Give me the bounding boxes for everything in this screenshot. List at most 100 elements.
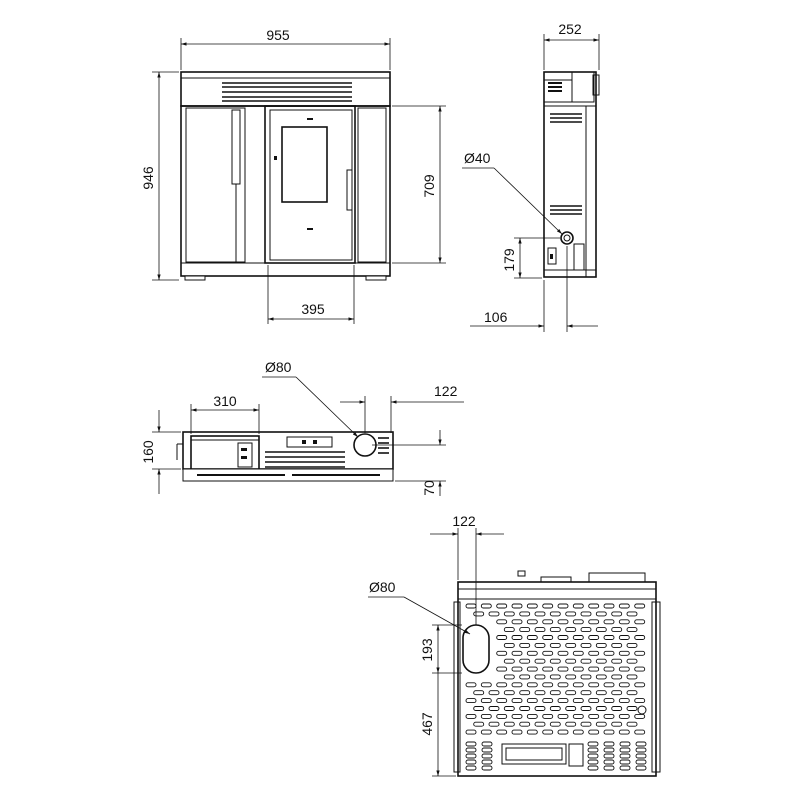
perforation-slot bbox=[611, 658, 623, 664]
perforation-slot bbox=[496, 650, 508, 656]
perforation-slot bbox=[481, 753, 493, 759]
perforation-slot bbox=[603, 765, 615, 771]
perforation-slot bbox=[565, 611, 577, 617]
perforation-slot bbox=[557, 635, 569, 640]
perforation-slot bbox=[496, 619, 508, 625]
perforation-slot bbox=[595, 658, 607, 664]
front-dimensions: 955 946 709 395 bbox=[140, 27, 446, 324]
perforation-slot bbox=[635, 753, 647, 759]
perforation-slot bbox=[503, 627, 515, 633]
perforation-slot bbox=[526, 713, 538, 719]
dim-rear-pipe-height: 193 bbox=[419, 638, 435, 662]
perforation-slot bbox=[635, 765, 647, 771]
perforation-slot bbox=[511, 603, 523, 609]
perforation-slot bbox=[526, 635, 538, 640]
dim-front-height: 946 bbox=[140, 166, 156, 190]
perforation-slot bbox=[511, 729, 523, 735]
perforation-slot bbox=[480, 682, 492, 688]
perforation-slot bbox=[572, 729, 584, 735]
dim-rear-offset: 122 bbox=[452, 513, 476, 529]
perforation-slot bbox=[603, 619, 615, 625]
perforation-slot bbox=[603, 741, 615, 747]
dim-door-width: 395 bbox=[301, 301, 325, 317]
perforation-slot bbox=[496, 729, 508, 735]
perforation-slot bbox=[511, 698, 523, 704]
perforation-slot bbox=[618, 682, 630, 688]
perforation-slot bbox=[580, 658, 592, 664]
perforation-slot bbox=[496, 635, 508, 640]
perforation-slot bbox=[565, 706, 577, 711]
perforation-slot bbox=[587, 741, 599, 747]
perforation-slot bbox=[626, 611, 638, 617]
perforation-slot bbox=[465, 729, 477, 735]
perforation-slot bbox=[603, 698, 615, 704]
perforation-slot bbox=[565, 627, 577, 633]
perforation-slot bbox=[511, 635, 523, 640]
perforation-slot bbox=[587, 753, 599, 759]
perforation-slot bbox=[542, 635, 554, 640]
dim-rear-pipe-diameter: Ø80 bbox=[369, 579, 396, 595]
rear-body bbox=[457, 581, 657, 777]
perforation-slot bbox=[588, 713, 600, 719]
perforation-slot bbox=[595, 611, 607, 617]
perforation-slot bbox=[618, 619, 630, 625]
perforation-slot bbox=[588, 650, 600, 656]
perforation-slot bbox=[511, 650, 523, 656]
perforation-slot bbox=[618, 666, 630, 672]
perforation-slot bbox=[565, 721, 577, 727]
perforation-slot bbox=[549, 642, 561, 648]
front-view bbox=[180, 71, 391, 281]
perforation-slot bbox=[465, 698, 477, 704]
side-dimensions: 252 Ø40 179 106 bbox=[462, 21, 600, 332]
front-body bbox=[180, 105, 391, 277]
perforation-slot bbox=[626, 658, 638, 664]
perforation-slot bbox=[519, 721, 531, 727]
side-body bbox=[543, 71, 597, 278]
perforation-slot bbox=[572, 619, 584, 625]
perforation-slot bbox=[572, 603, 584, 609]
perforation-slot bbox=[635, 759, 647, 765]
perforation-slot bbox=[580, 721, 592, 727]
perforation-slot bbox=[511, 619, 523, 625]
perforation-slot bbox=[634, 619, 646, 625]
perforation-slot bbox=[534, 690, 546, 696]
perforation-slot bbox=[557, 698, 569, 704]
perforation-slot bbox=[526, 698, 538, 704]
perforation-slot bbox=[542, 603, 554, 609]
perforation-slot bbox=[595, 642, 607, 648]
perforation-slot bbox=[603, 682, 615, 688]
perforation-slot bbox=[519, 642, 531, 648]
top-dimensions: 310 Ø80 122 160 70 bbox=[140, 359, 464, 496]
perforation-slot bbox=[572, 666, 584, 672]
perforation-slot bbox=[634, 666, 646, 672]
side-pipe bbox=[560, 231, 574, 245]
perforation-slot bbox=[557, 729, 569, 735]
perforation-slot bbox=[526, 729, 538, 735]
perforation-slot bbox=[618, 635, 630, 640]
perforation-slot bbox=[480, 713, 492, 719]
perforation-slot bbox=[611, 642, 623, 648]
dim-top-panel-width: 310 bbox=[213, 393, 237, 409]
front-window bbox=[281, 126, 328, 203]
perforation-slot bbox=[496, 682, 508, 688]
perforation-slot bbox=[580, 642, 592, 648]
perforation-slot bbox=[603, 729, 615, 735]
perforation-slot bbox=[519, 690, 531, 696]
perforation-slot bbox=[557, 682, 569, 688]
perforation-slot bbox=[565, 642, 577, 648]
perforation-slot bbox=[618, 713, 630, 719]
perforation-slot bbox=[496, 698, 508, 704]
perforation-slot bbox=[496, 603, 508, 609]
perforation-slot bbox=[618, 698, 630, 704]
dim-side-pipe-height: 179 bbox=[501, 248, 517, 272]
perforation-slot bbox=[603, 759, 615, 765]
dim-top-depth: 160 bbox=[140, 440, 156, 464]
perforation-slot bbox=[587, 747, 599, 753]
perforation-slot bbox=[588, 635, 600, 640]
perforation-slot bbox=[496, 666, 508, 672]
perforation-slot bbox=[542, 682, 554, 688]
perforation-slot bbox=[565, 658, 577, 664]
perforation-slot bbox=[549, 611, 561, 617]
perforation-slot bbox=[519, 706, 531, 711]
